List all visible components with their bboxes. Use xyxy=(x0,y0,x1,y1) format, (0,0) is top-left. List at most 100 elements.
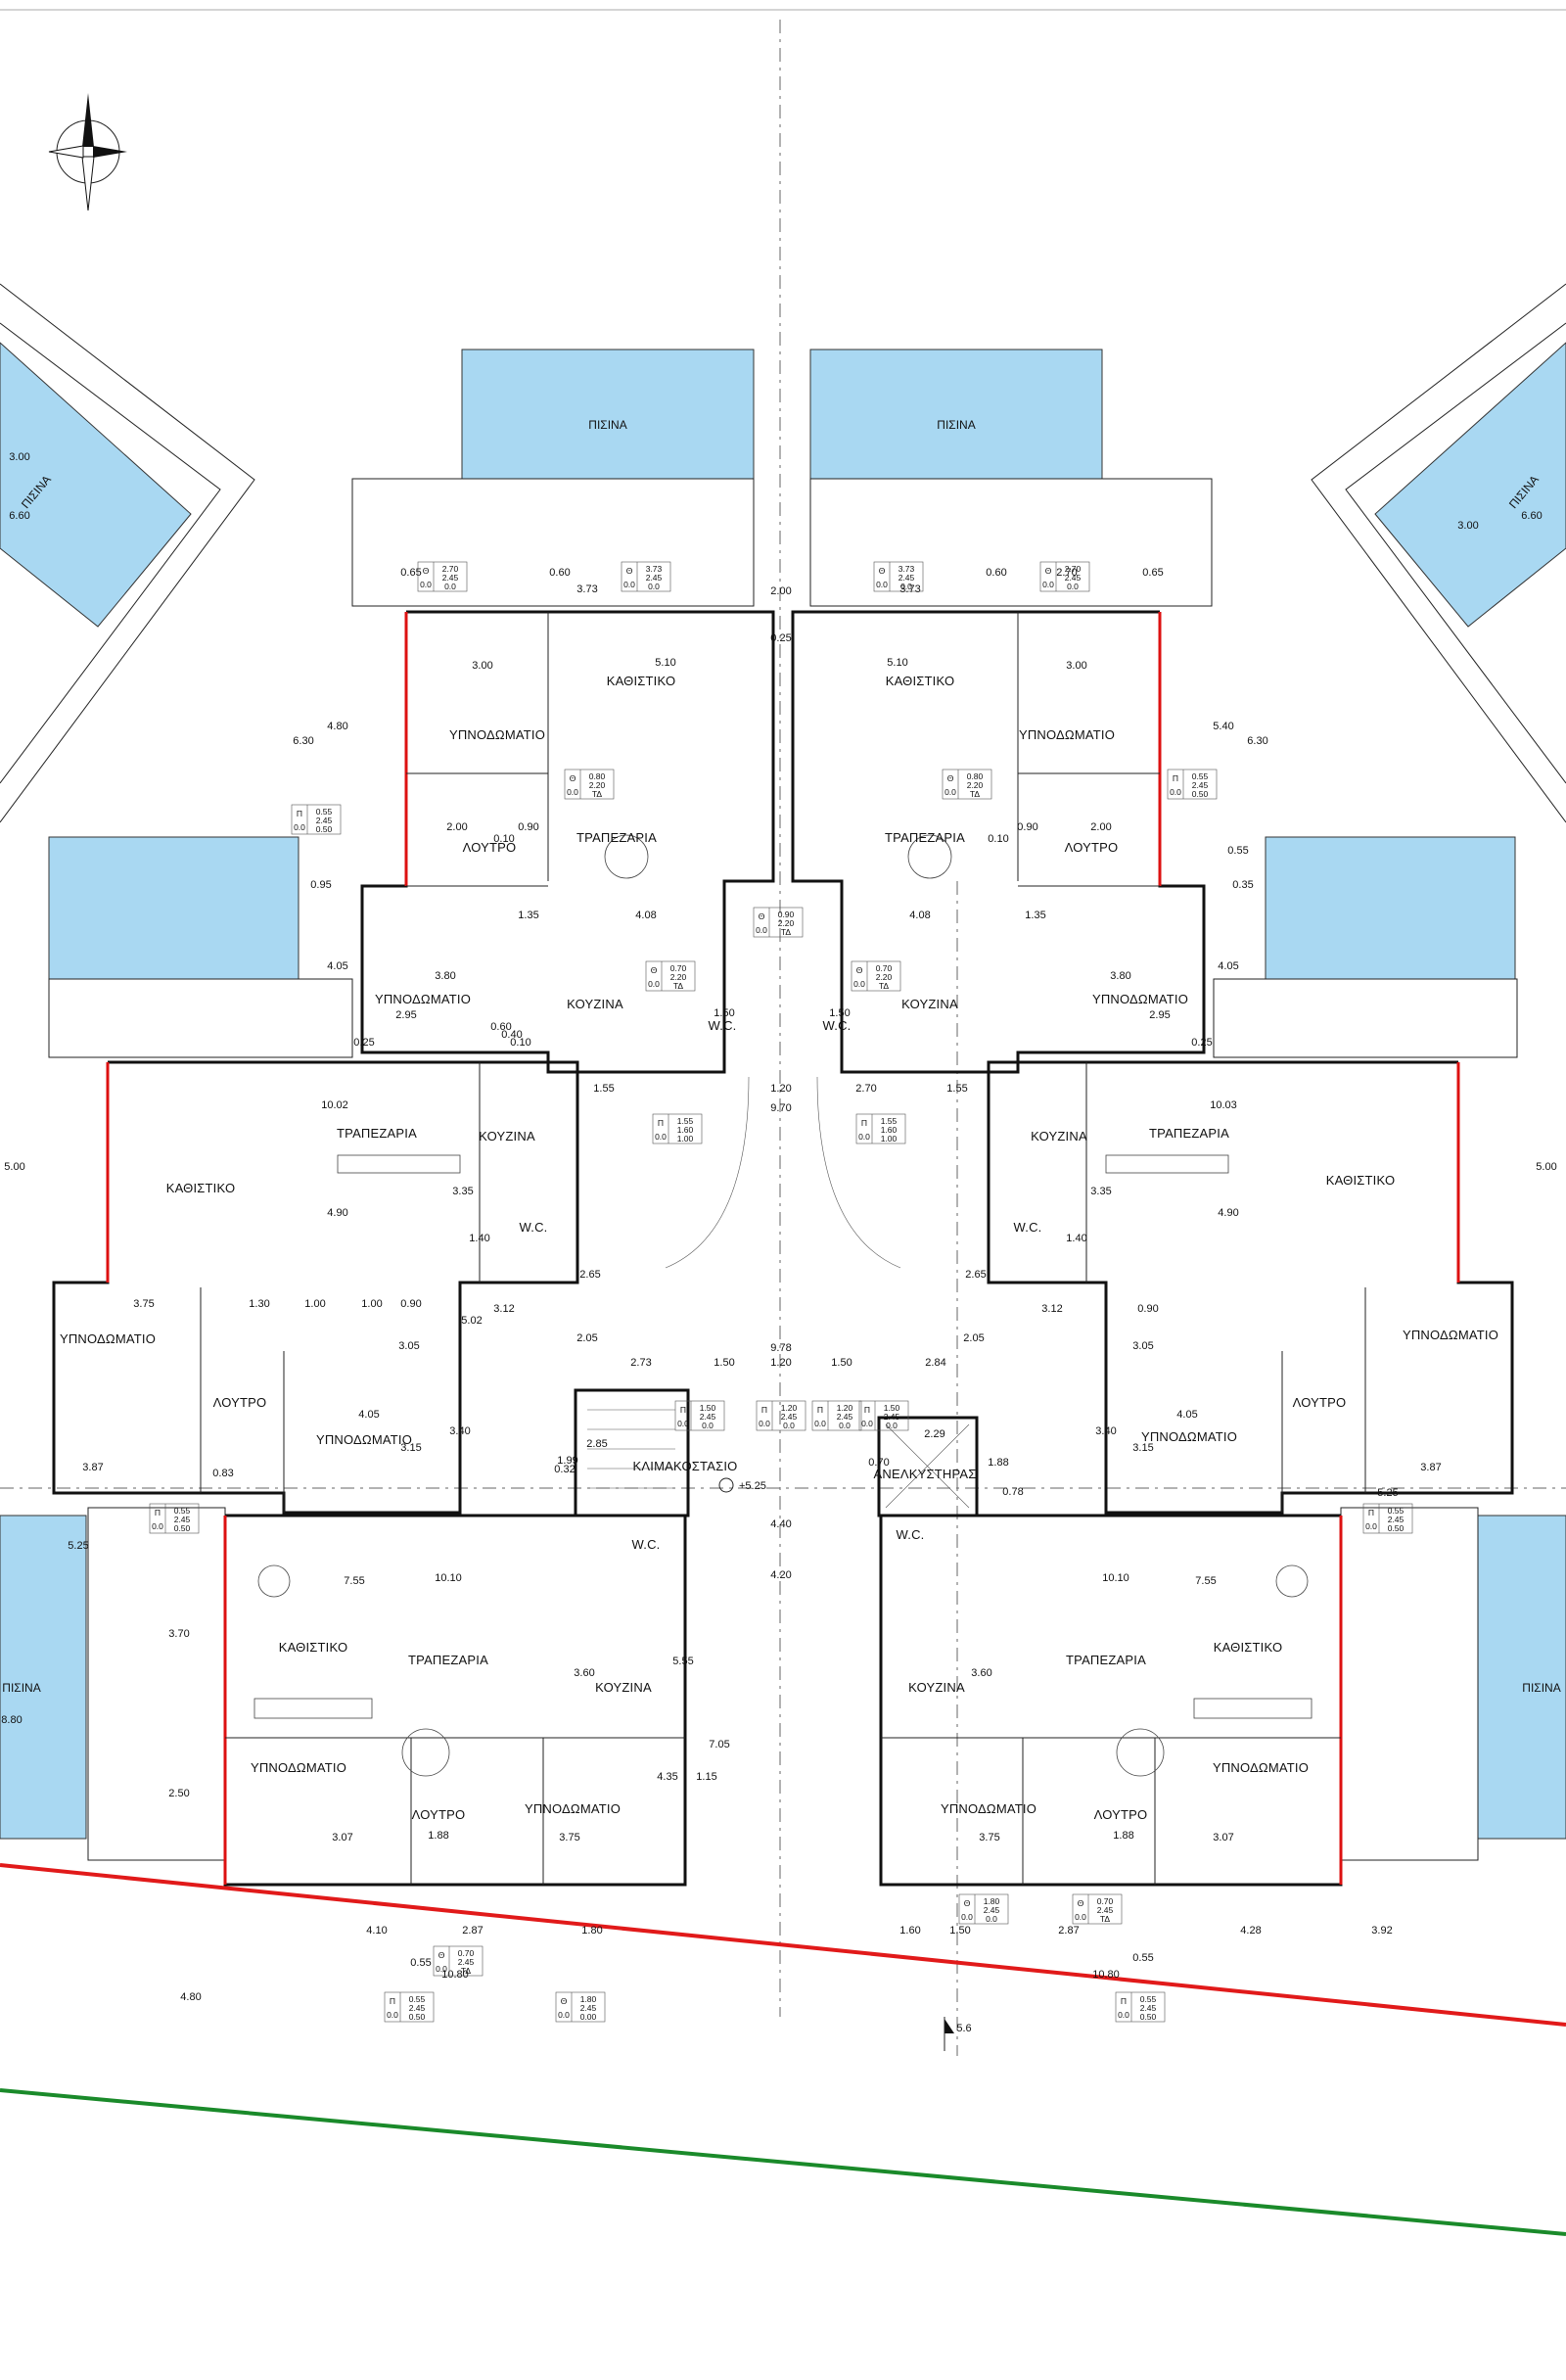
room-label: ΤΡΑΠΕΖΑΡΙΑ xyxy=(1149,1126,1229,1141)
window-width: 2.70 xyxy=(442,564,459,574)
window-schedule-table: Θ0.02.702.450.0 xyxy=(1039,561,1090,592)
dimension-label: 7.55 xyxy=(1195,1575,1216,1587)
window-height: 2.45 xyxy=(580,2003,597,2013)
dimension-label: 0.60 xyxy=(549,567,570,579)
dimension-label: 8.80 xyxy=(1,1714,22,1726)
window-height: 2.20 xyxy=(967,780,984,790)
window-sill: 0.0 xyxy=(900,582,912,591)
room-label: ΥΠΝΟΔΩΜΑΤΙΟ xyxy=(1403,1328,1498,1342)
room-label: W.C. xyxy=(520,1220,548,1235)
window-sill: 0.00 xyxy=(580,2012,597,2022)
window-width: 0.70 xyxy=(876,963,893,973)
room-label: ΚΟΥΖΙΝΑ xyxy=(567,997,623,1011)
dimension-label: 1.00 xyxy=(304,1298,325,1310)
window-schedule-table: Π0.01.551.601.00 xyxy=(855,1113,906,1144)
dimension-label: 0.70 xyxy=(868,1457,889,1469)
dimension-label: 3.87 xyxy=(1420,1462,1441,1473)
dimension-label: 9.70 xyxy=(770,1102,791,1114)
stair-and-lift-core xyxy=(574,1388,979,1517)
room-label: ΚΛΙΜΑΚΟΣΤΑΣΙΟ xyxy=(633,1459,738,1473)
window-height: 2.20 xyxy=(589,780,606,790)
dimension-label: 1.88 xyxy=(428,1830,448,1842)
window-height: 2.45 xyxy=(646,573,663,583)
dimension-label: 0.25 xyxy=(353,1037,374,1049)
dimension-label: 0.90 xyxy=(400,1298,421,1310)
room-label: ΚΟΥΖΙΝΑ xyxy=(595,1680,652,1695)
dimension-label: 10.03 xyxy=(1210,1099,1237,1111)
window-sill: 0.50 xyxy=(174,1523,191,1533)
dimension-label: 3.75 xyxy=(559,1832,579,1843)
dimension-label: 0.95 xyxy=(310,879,331,891)
dimension-label: 3.73 xyxy=(899,583,920,595)
window-height: 2.45 xyxy=(409,2003,426,2013)
dimension-label: 7.55 xyxy=(344,1575,364,1587)
window-base: 0.0 xyxy=(1075,1912,1086,1922)
window-width: 1.55 xyxy=(881,1116,898,1126)
dimension-label: 1.40 xyxy=(469,1233,489,1244)
window-base: 0.0 xyxy=(152,1521,163,1531)
room-label: W.C. xyxy=(823,1018,852,1033)
window-base: 0.0 xyxy=(1042,580,1054,589)
dimension-label: 1.80 xyxy=(581,1925,602,1937)
dimension-label: 2.95 xyxy=(1149,1009,1170,1021)
dimension-label: 4.05 xyxy=(327,960,347,972)
room-label: ΚΑΘΙΣΤΙΚΟ xyxy=(607,674,676,688)
dimension-label: 0.10 xyxy=(493,833,514,845)
window-base: 0.0 xyxy=(294,822,305,832)
dimension-label: 6.30 xyxy=(1247,735,1267,747)
window-height: 2.20 xyxy=(876,972,893,982)
window-type: Θ xyxy=(1045,566,1052,576)
window-width: 0.70 xyxy=(670,963,687,973)
room-label: ΛΟΥΤΡΟ xyxy=(412,1807,466,1822)
dimension-label: 4.05 xyxy=(1176,1409,1197,1421)
window-height: 1.60 xyxy=(677,1125,694,1135)
window-width: 0.80 xyxy=(967,771,984,781)
dimension-label: 0.10 xyxy=(510,1037,530,1049)
pool-bot-right: ΠΙΣΙΝΑ xyxy=(1477,1515,1566,1840)
window-type: Π xyxy=(1173,773,1178,783)
window-width: 3.73 xyxy=(898,564,915,574)
window-base: 0.0 xyxy=(756,925,767,935)
dimension-label: 3.05 xyxy=(398,1340,419,1352)
window-height: 2.20 xyxy=(670,972,687,982)
room-label: ΥΠΝΟΔΩΜΑΤΙΟ xyxy=(1092,992,1188,1006)
dimension-label: 10.80 xyxy=(441,1969,469,1981)
dimension-label: 1.55 xyxy=(946,1083,967,1095)
dimension-label: 0.32 xyxy=(554,1464,575,1475)
window-base: 0.0 xyxy=(655,1132,667,1142)
dimension-label: 3.15 xyxy=(400,1442,421,1454)
window-base: 0.0 xyxy=(814,1419,826,1428)
dimension-label: 0.90 xyxy=(1017,821,1037,833)
window-height: 2.45 xyxy=(1388,1515,1405,1524)
window-sill: 0.50 xyxy=(1140,2012,1157,2022)
dimension-label: 3.07 xyxy=(332,1832,352,1843)
room-label: ΥΠΝΟΔΩΜΑΤΙΟ xyxy=(375,992,471,1006)
pool-label: ΠΙΣΙΝΑ xyxy=(1522,1681,1560,1695)
dimension-label: 3.12 xyxy=(493,1303,514,1315)
window-sill: 0.50 xyxy=(1388,1523,1405,1533)
dimension-label: 3.92 xyxy=(1371,1925,1392,1937)
window-schedule-table: Θ0.03.732.450.0 xyxy=(621,561,671,592)
dimension-label: 4.08 xyxy=(909,910,930,921)
dimension-label: 2.05 xyxy=(576,1332,597,1344)
window-width: 1.80 xyxy=(984,1896,1000,1906)
pool-label: ΠΙΣΙΝΑ xyxy=(588,418,626,432)
section-marker-icon xyxy=(944,2017,954,2051)
dimension-label: 2.29 xyxy=(924,1428,944,1440)
window-sill: 0.0 xyxy=(702,1421,714,1430)
window-schedule-table: Π0.00.552.450.50 xyxy=(1115,1991,1166,2023)
dimension-label: 4.80 xyxy=(327,721,347,732)
window-schedule-table: Θ0.01.802.450.00 xyxy=(555,1991,606,2023)
window-base: 0.0 xyxy=(961,1912,973,1922)
north-arrow-icon xyxy=(48,93,127,211)
apartment-middle-left xyxy=(52,1060,579,1515)
dimension-label: 5.10 xyxy=(655,657,675,669)
window-type: Π xyxy=(658,1118,664,1128)
window-sill: 0.0 xyxy=(444,582,456,591)
window-base: 0.0 xyxy=(944,787,956,797)
pool-top-right: ΠΙΣΙΝΑ xyxy=(809,349,1103,480)
